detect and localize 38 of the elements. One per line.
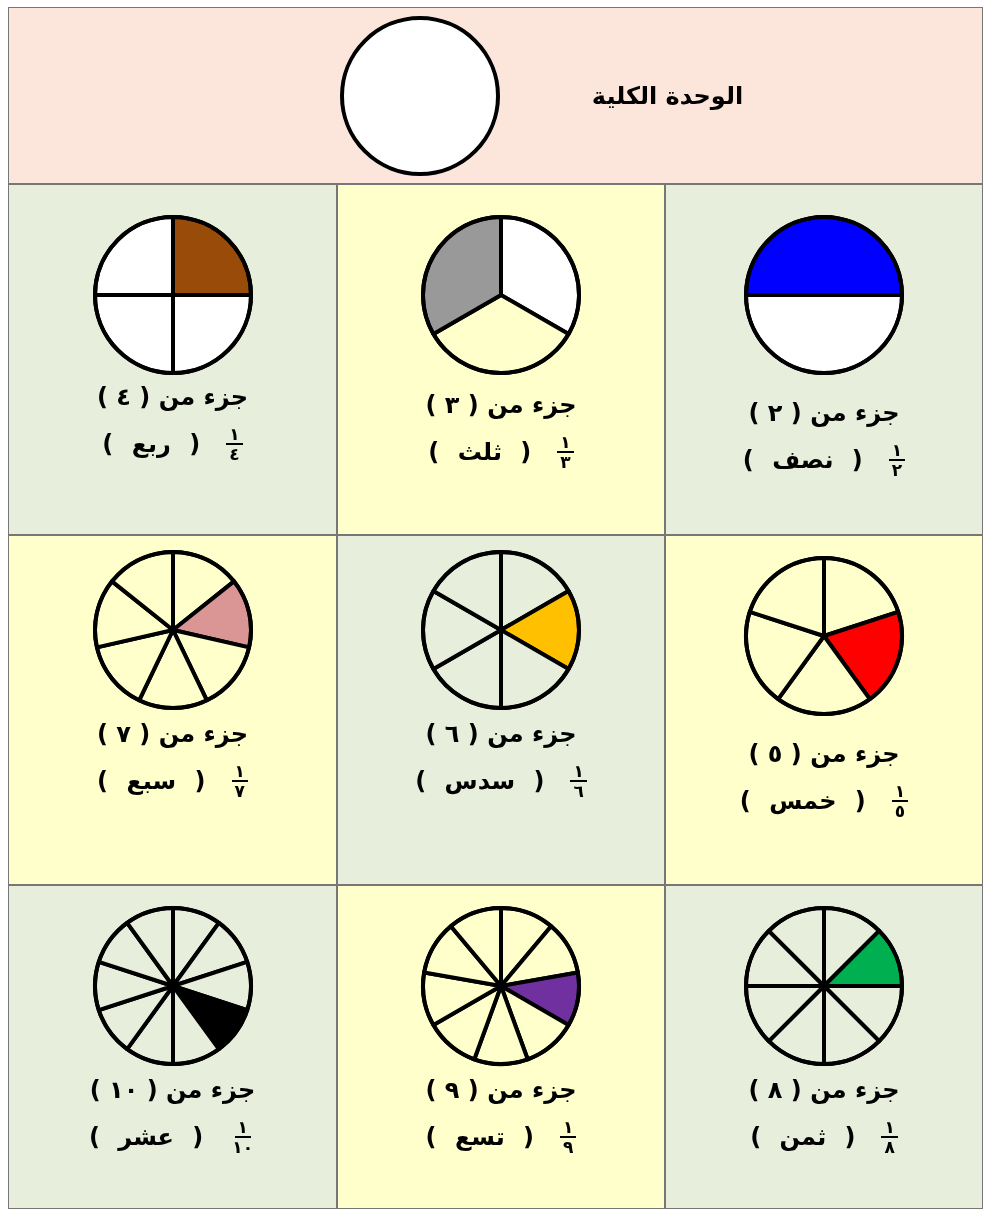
fraction-caption: جزء من ( ٤ )	[97, 383, 248, 411]
fraction-cell	[8, 535, 337, 885]
fraction: ١ ١٠	[231, 1118, 255, 1156]
fraction-name: ( عشر )	[88, 1123, 204, 1151]
header-cell	[8, 7, 983, 184]
fraction: ١ ٤	[226, 425, 243, 463]
fraction-caption: جزء من ( ٢ )	[748, 399, 900, 427]
fraction: ١ ٥	[891, 782, 909, 820]
fraction: ١ ٦	[570, 762, 587, 800]
fraction-caption: جزء من ( ٣ )	[425, 391, 577, 419]
fraction-caption: جزء من ( ٩ )	[425, 1076, 577, 1104]
fraction-cell	[665, 535, 983, 885]
fraction-name: ( نصف )	[742, 446, 863, 474]
fraction-cell	[337, 885, 665, 1209]
fraction-cell	[337, 535, 665, 885]
fraction-cell	[8, 184, 337, 535]
fraction-name: ( سبع )	[97, 767, 206, 795]
fraction-name: ( ثمن )	[750, 1123, 856, 1151]
fraction-caption: جزء من ( ٥ )	[748, 740, 900, 768]
fraction-name: ( ثلث )	[428, 438, 532, 466]
fraction-cell	[665, 184, 983, 535]
fraction-name: ( سدس )	[415, 767, 545, 795]
fraction-name: ( ربع )	[102, 430, 201, 458]
fraction-caption: جزء من ( ١٠ )	[89, 1076, 256, 1104]
fraction: ١ ٧	[231, 762, 248, 800]
fraction-name: ( خمس )	[739, 787, 866, 815]
fraction-cell	[337, 184, 665, 535]
fraction: ١ ٨	[881, 1118, 898, 1156]
fraction-cell	[665, 885, 983, 1209]
fraction-cell	[8, 885, 337, 1209]
fraction-name: ( تسع )	[425, 1123, 535, 1151]
fraction-caption: جزء من ( ٧ )	[97, 720, 248, 748]
fraction-caption: جزء من ( ٦ )	[425, 720, 577, 748]
fraction: ١ ٣	[557, 433, 574, 471]
fraction-caption: جزء من ( ٨ )	[748, 1076, 900, 1104]
fraction: ١ ٢	[888, 441, 906, 479]
fraction: ١ ٩	[560, 1118, 577, 1156]
header-label: الوحدة الكلية	[591, 81, 744, 110]
